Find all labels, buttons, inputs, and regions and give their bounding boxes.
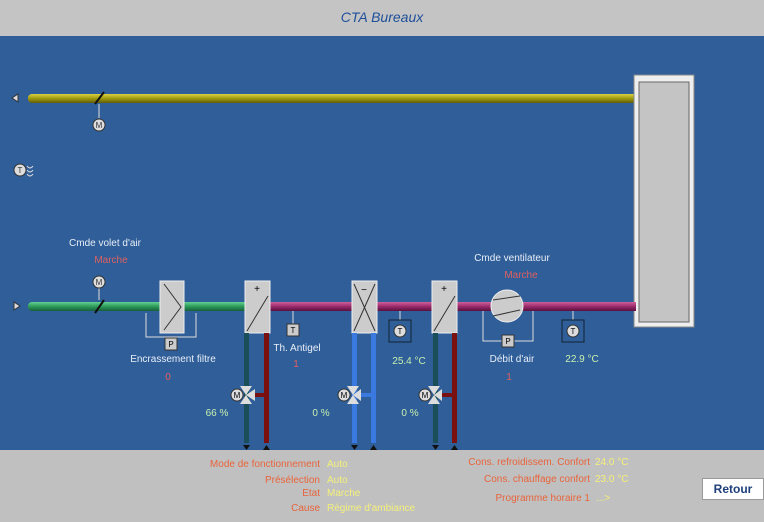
cause-label: Cause (291, 503, 320, 514)
exhaust-damper-motor-icon: M (92, 118, 106, 132)
antifreeze-value: 1 (293, 359, 299, 370)
status-panel (0, 450, 764, 522)
cooling-coil-icon: − (351, 280, 378, 334)
antifreeze-label: Th. Antigel (273, 343, 321, 354)
cooling-supply-pipe (371, 333, 376, 443)
exhaust-damper (94, 91, 105, 105)
svg-text:T: T (18, 166, 23, 175)
cooling-setpoint-label: Cons. refroidissem. Confort (468, 457, 590, 468)
valve-bypass (440, 393, 452, 397)
svg-text:M: M (422, 391, 429, 400)
room-box-inner (638, 81, 690, 323)
schedule-label: Programme horaire 1 (495, 493, 590, 504)
fan-status[interactable]: Marche (504, 270, 538, 281)
filter-label: Encrassement filtre (130, 354, 216, 365)
filter-icon (159, 280, 185, 334)
svg-text:M: M (96, 121, 103, 130)
fan-icon (490, 289, 524, 323)
svg-text:M: M (96, 278, 103, 287)
heating-valve-1-value: 66 % (205, 408, 229, 419)
svg-text:T: T (291, 326, 296, 335)
heating-valve-1-icon: M (230, 386, 255, 404)
etat-value: Marche (327, 488, 361, 499)
airflow-pressure-switch-icon: P (501, 334, 515, 348)
arrow-up-icon (370, 445, 377, 450)
damper-status[interactable]: Marche (94, 255, 128, 266)
outdoor-temp-sensor-icon: T (13, 163, 34, 177)
heating-valve-2-value: 0 % (401, 408, 419, 419)
preselection-value[interactable]: Auto (327, 475, 348, 486)
valve-bypass (360, 393, 372, 397)
heating-setpoint-label: Cons. chauffage confort (484, 474, 590, 485)
page-title: CTA Bureaux (340, 9, 424, 25)
exhaust-duct (28, 94, 638, 103)
heating-valve-2-icon: M (418, 386, 442, 404)
svg-text:M: M (234, 391, 241, 400)
damper-label: Cmde volet d'air (69, 238, 141, 249)
arrow-down-icon (243, 445, 250, 450)
arrow-up-icon (263, 445, 270, 450)
exhaust-arrow-icon (11, 93, 19, 103)
etat-label: Etat (302, 488, 320, 499)
mode-label: Mode de fonctionnement (209, 459, 320, 470)
heating-2-supply-pipe (452, 333, 457, 443)
schedule-link[interactable]: ...> (596, 493, 611, 504)
fresh-air-damper (94, 299, 105, 314)
fan-dp-line (482, 311, 534, 342)
mode-value[interactable]: Auto (327, 459, 348, 470)
svg-text:+: + (254, 284, 260, 295)
title-bar: CTA Bureaux (0, 0, 764, 36)
ahu-diagram: M T M P + M T − M T + M P T (11, 74, 695, 450)
heating-1-supply-pipe (264, 333, 269, 443)
svg-text:T: T (571, 327, 576, 336)
supply-temp-value: 22.9 °C (565, 354, 599, 365)
arrow-down-icon (432, 445, 439, 450)
heating-setpoint-value[interactable]: 23.0 °C (595, 474, 629, 485)
svg-text:T: T (398, 327, 403, 336)
filter-value: 0 (165, 372, 171, 383)
preselection-label: Présélection (264, 475, 320, 486)
airflow-label: Débit d'air (489, 354, 535, 365)
arrow-down-icon (351, 445, 358, 450)
cooling-valve-value: 0 % (312, 408, 330, 419)
antifreeze-thermostat-icon: T (286, 323, 300, 337)
cooling-valve-icon: M (337, 386, 361, 404)
airflow-value: 1 (506, 372, 512, 383)
filter-pressure-switch-icon: P (164, 337, 178, 351)
fresh-air-damper-motor-icon: M (92, 275, 106, 289)
valve-bypass (252, 393, 266, 397)
cause-value: Régime d'ambiance (327, 503, 416, 514)
fan-label: Cmde ventilateur (474, 253, 550, 264)
svg-text:+: + (441, 284, 447, 295)
temp-after-cooling-value: 25.4 °C (392, 356, 426, 367)
svg-text:−: − (361, 285, 367, 296)
retour-button[interactable]: Retour (702, 478, 764, 500)
svg-text:P: P (505, 337, 510, 346)
supply-temp-sensor-icon: T (561, 319, 585, 343)
fresh-air-arrow-icon (13, 301, 21, 311)
heating-coil-2-icon: + (431, 280, 458, 334)
svg-text:M: M (341, 391, 348, 400)
heating-coil-1-icon: + (244, 280, 271, 334)
fresh-air-duct (28, 302, 250, 311)
svg-text:P: P (168, 340, 173, 349)
cooling-setpoint-value[interactable]: 24.0 °C (595, 457, 629, 468)
filter-dp-line (145, 313, 197, 338)
temp-sensor-icon: T (388, 319, 412, 343)
arrow-up-icon (451, 445, 458, 450)
